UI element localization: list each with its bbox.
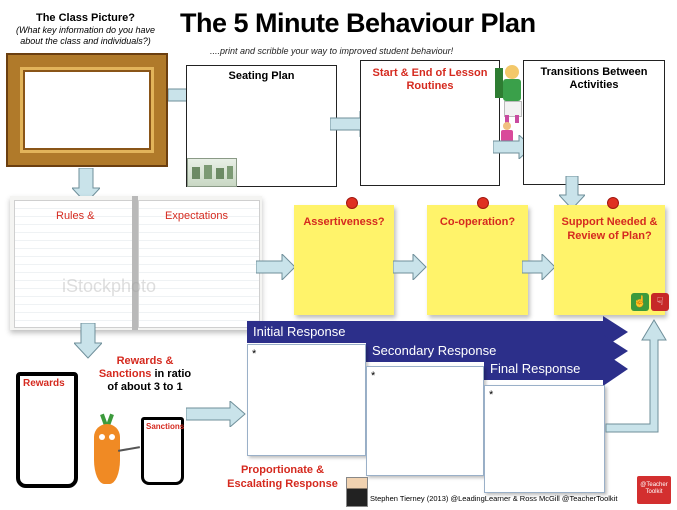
teacher-toolkit-logo: @Teacher Toolkit xyxy=(637,476,671,504)
secondary-response-banner: Secondary Response xyxy=(366,340,607,362)
proportionate-escalating-label: Proportionate & Escalating Response xyxy=(227,464,338,490)
arrow-right-icon xyxy=(522,254,556,280)
pin-icon xyxy=(477,197,489,209)
pin-icon xyxy=(346,197,358,209)
book-spine xyxy=(132,196,138,330)
expectations-label: Expectations xyxy=(165,210,228,222)
arrow-right-icon xyxy=(393,254,427,280)
carrot-character xyxy=(80,413,141,494)
note-label: Assertiveness? xyxy=(303,216,385,228)
bullet-star: * xyxy=(371,370,376,382)
banner-arrowhead xyxy=(603,352,628,386)
class-picture-heading: The Class Picture? xyxy=(35,12,136,24)
rewards-jar: Rewards xyxy=(16,372,78,488)
picture-frame xyxy=(6,53,168,167)
page-subtitle: ....print and scribble your way to impro… xyxy=(210,46,454,56)
start-end-routines-box: Start & End of Lesson Routines xyxy=(360,60,500,186)
rewards-sanctions-part2: Sanctions xyxy=(98,368,152,380)
pin-icon xyxy=(607,197,619,209)
initial-response-box: * xyxy=(247,344,366,456)
initial-response-banner: Initial Response xyxy=(247,321,607,343)
arrow-down-icon xyxy=(559,176,585,210)
thumbs-up-icon: ☝ xyxy=(631,293,649,311)
classroom-image xyxy=(187,158,237,187)
rewards-sanctions-heading: Rewards & Sanctions in ratio of about 3 … xyxy=(95,355,195,394)
sticky-note-co-operation: Co-operation? xyxy=(427,205,528,315)
arrow-right-icon xyxy=(256,254,296,280)
thumbs-down-icon: ☟ xyxy=(651,293,669,311)
sticky-note-assertiveness: Assertiveness? xyxy=(294,205,394,315)
sanctions-label: Sanctions xyxy=(146,422,185,431)
rewards-sanctions-part3: in ratio of about 3 to 1 xyxy=(107,368,192,393)
figure-board xyxy=(495,68,503,98)
rules-label: Rules & xyxy=(56,210,95,222)
teacher-figure xyxy=(495,65,529,125)
arrow-down-icon xyxy=(72,168,100,204)
credit-text: Stephen Tierney (2013) @LeadingLearner &… xyxy=(370,494,618,503)
return-arrow-icon xyxy=(605,319,667,433)
final-response-label: Final Response xyxy=(490,361,581,376)
bullet-star: * xyxy=(489,389,494,401)
note-label: Support Needed & Review of Plan? xyxy=(561,216,658,242)
secondary-response-box: * xyxy=(366,366,484,476)
watermark: iStockphoto xyxy=(62,276,157,296)
arrow-down-icon xyxy=(74,323,102,359)
page-title: The 5 Minute Behaviour Plan xyxy=(180,8,536,38)
seating-plan-title: Seating Plan xyxy=(228,70,295,82)
open-book: Rules & Expectations iStockphoto xyxy=(10,196,262,330)
logo-text: @Teacher Toolkit xyxy=(640,482,668,495)
final-response-banner: Final Response xyxy=(484,358,607,380)
class-picture-question: (What key information do you have about … xyxy=(15,25,156,46)
initial-response-label: Initial Response xyxy=(253,324,346,339)
sanctions-jar: Sanctions xyxy=(141,417,184,485)
start-end-routines-title: Start & End of Lesson Routines xyxy=(372,67,488,92)
secondary-response-label: Secondary Response xyxy=(372,343,497,358)
seating-plan-box: Seating Plan xyxy=(186,65,337,187)
transitions-box: Transitions Between Activities xyxy=(523,60,665,185)
rewards-label: Rewards xyxy=(23,378,65,389)
author-photo xyxy=(346,477,368,507)
rewards-sanctions-part1: Rewards & xyxy=(116,355,174,367)
final-response-box: * xyxy=(484,385,605,493)
transitions-title: Transitions Between Activities xyxy=(540,66,648,91)
note-label: Co-operation? xyxy=(439,216,516,228)
arrow-right-icon xyxy=(186,401,246,427)
bullet-star: * xyxy=(252,348,257,360)
